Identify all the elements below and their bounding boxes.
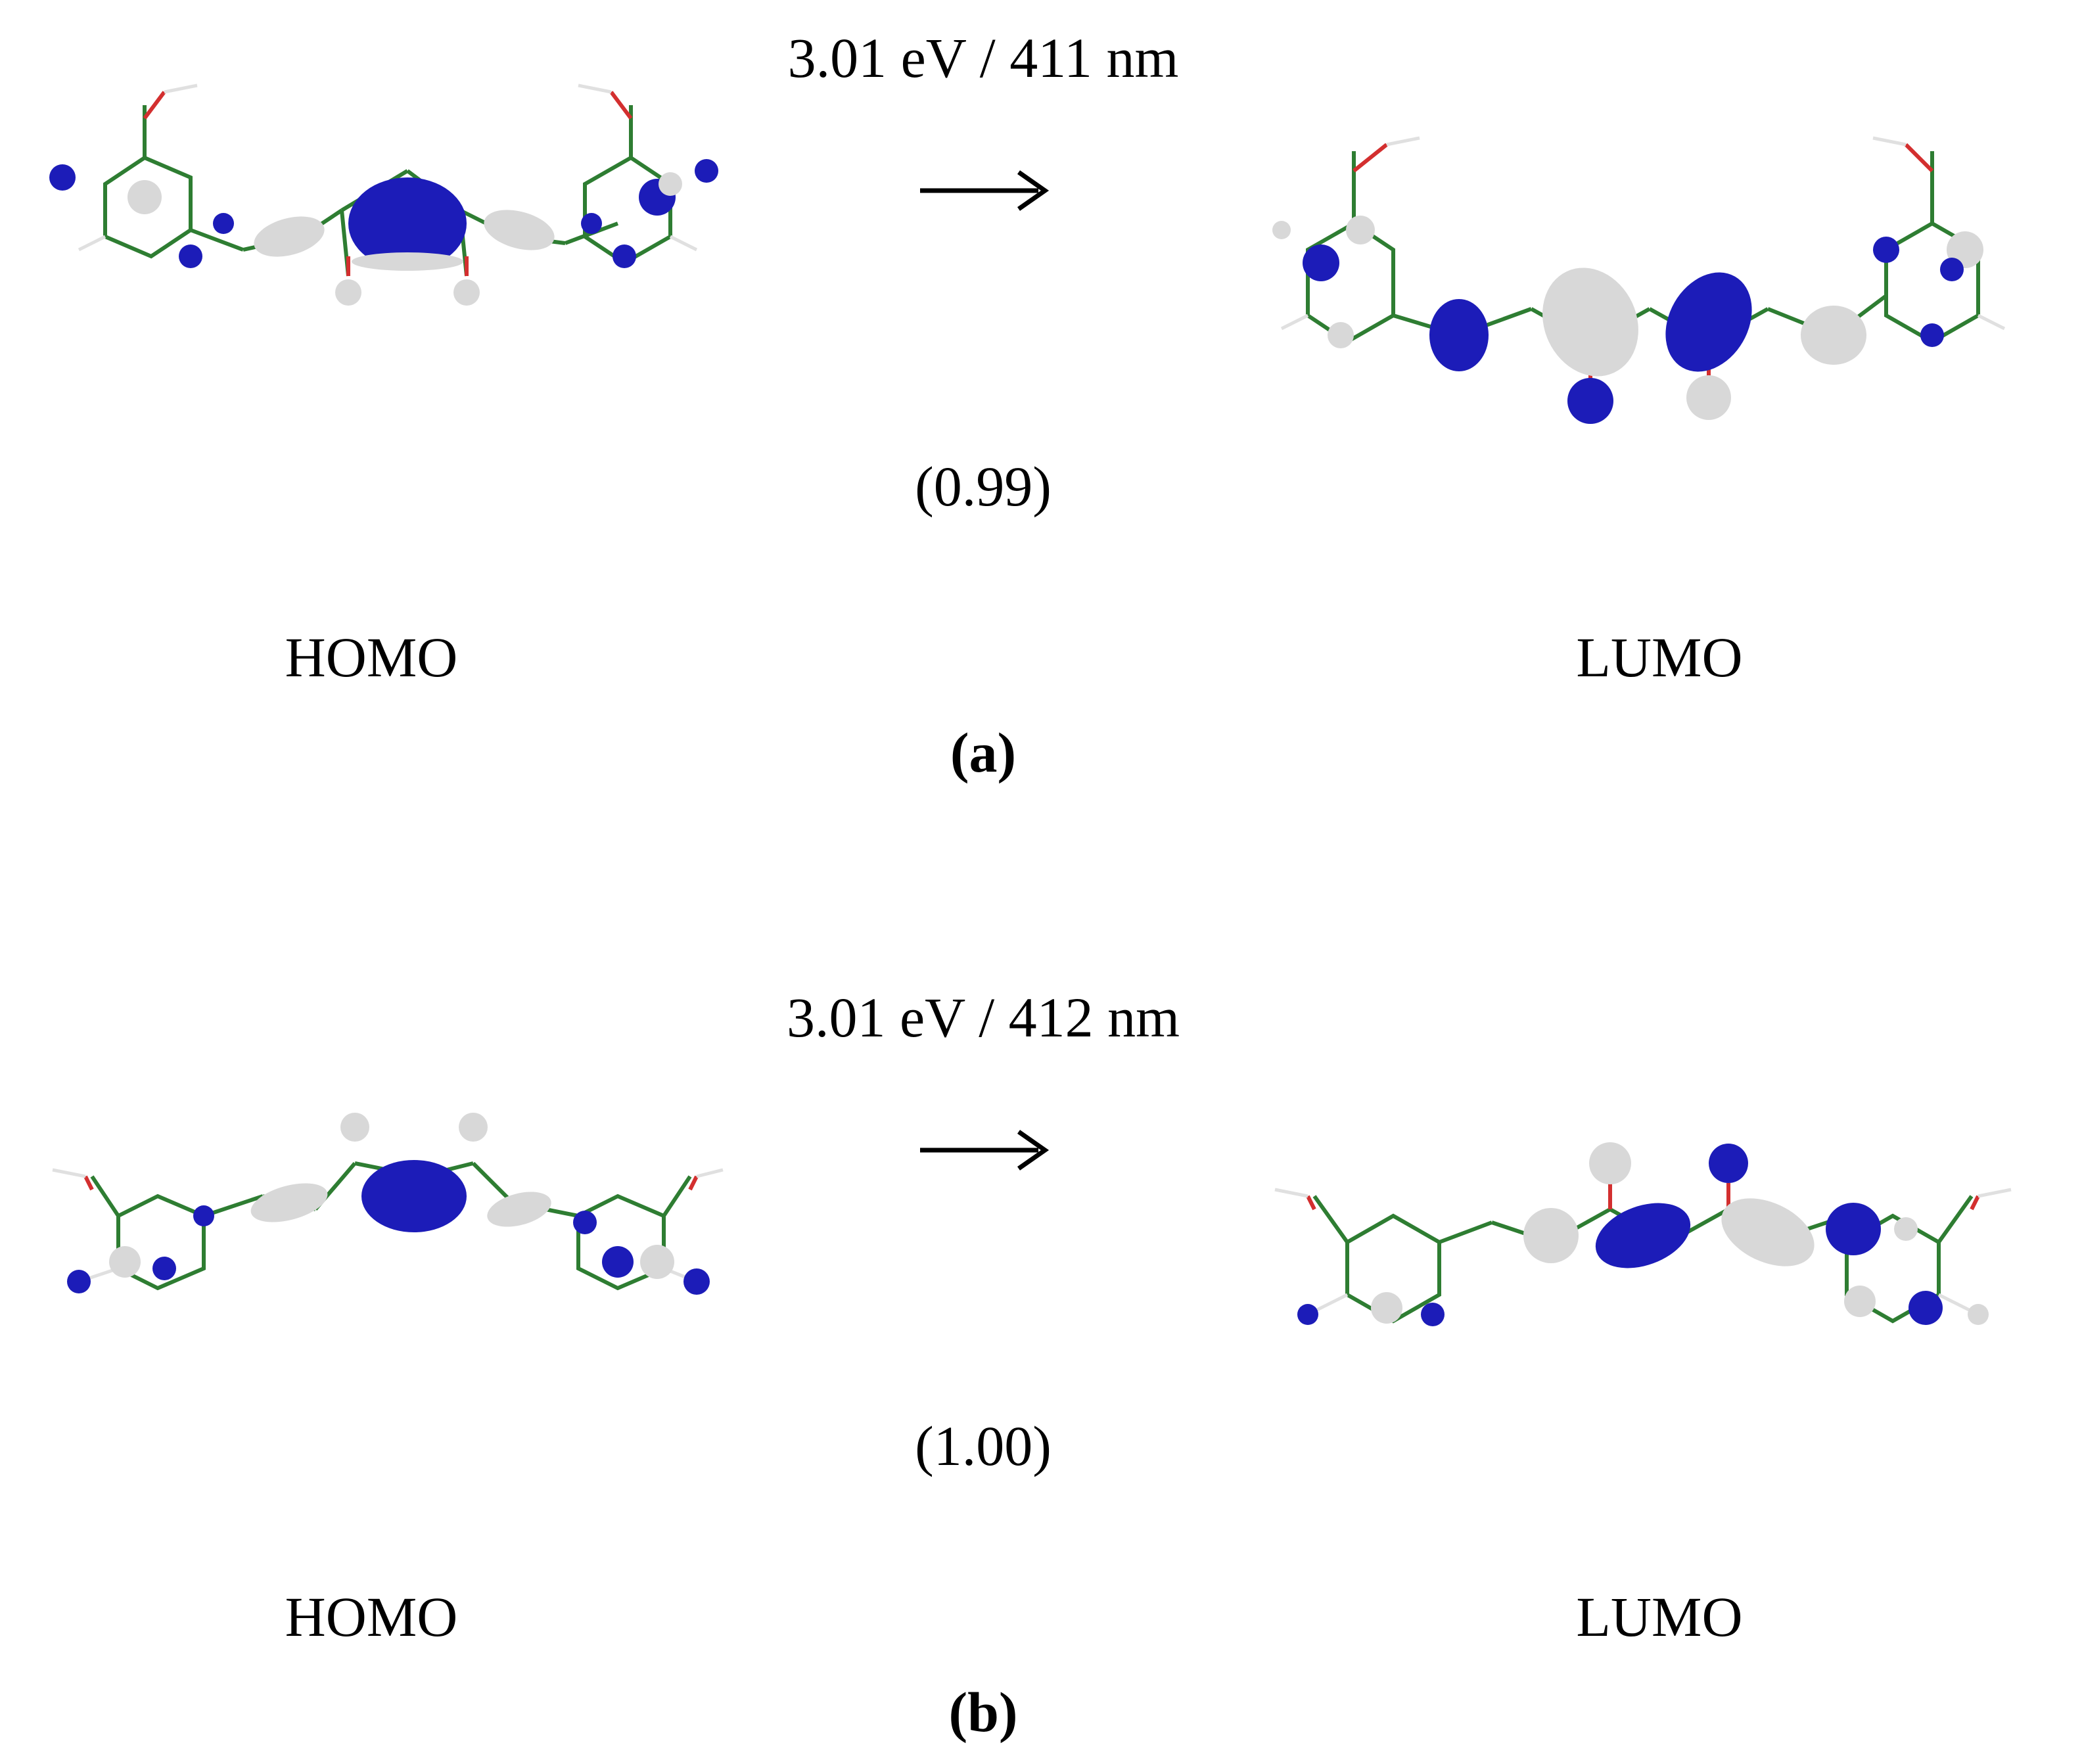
transition-weight-label: (1.00) [915,1414,1052,1477]
lumo-orbital-image [1272,136,2006,424]
homo-label: HOMO [285,1585,458,1648]
transition-weight-label: (0.99) [915,455,1052,518]
panel-b: 3.01 eV / 412 nm (1.00) [0,960,2082,1764]
panel-a: 3.01 eV / 411 nm (0.99) [0,0,2082,815]
transition-arrow-icon [920,1130,1050,1171]
homo-orbital-image [52,1113,724,1295]
panel-caption: (a) [950,721,1017,784]
lumo-label: LUMO [1576,626,1743,689]
excitation-energy-label: 3.01 eV / 412 nm [786,986,1180,1049]
panel-caption: (b) [948,1681,1018,1744]
lumo-orbital-image [1274,1142,2012,1326]
homo-label: HOMO [285,626,458,689]
lumo-label: LUMO [1576,1585,1743,1648]
transition-arrow-icon [920,170,1050,211]
homo-orbital-image [49,83,718,306]
excitation-energy-label: 3.01 eV / 411 nm [787,26,1179,89]
